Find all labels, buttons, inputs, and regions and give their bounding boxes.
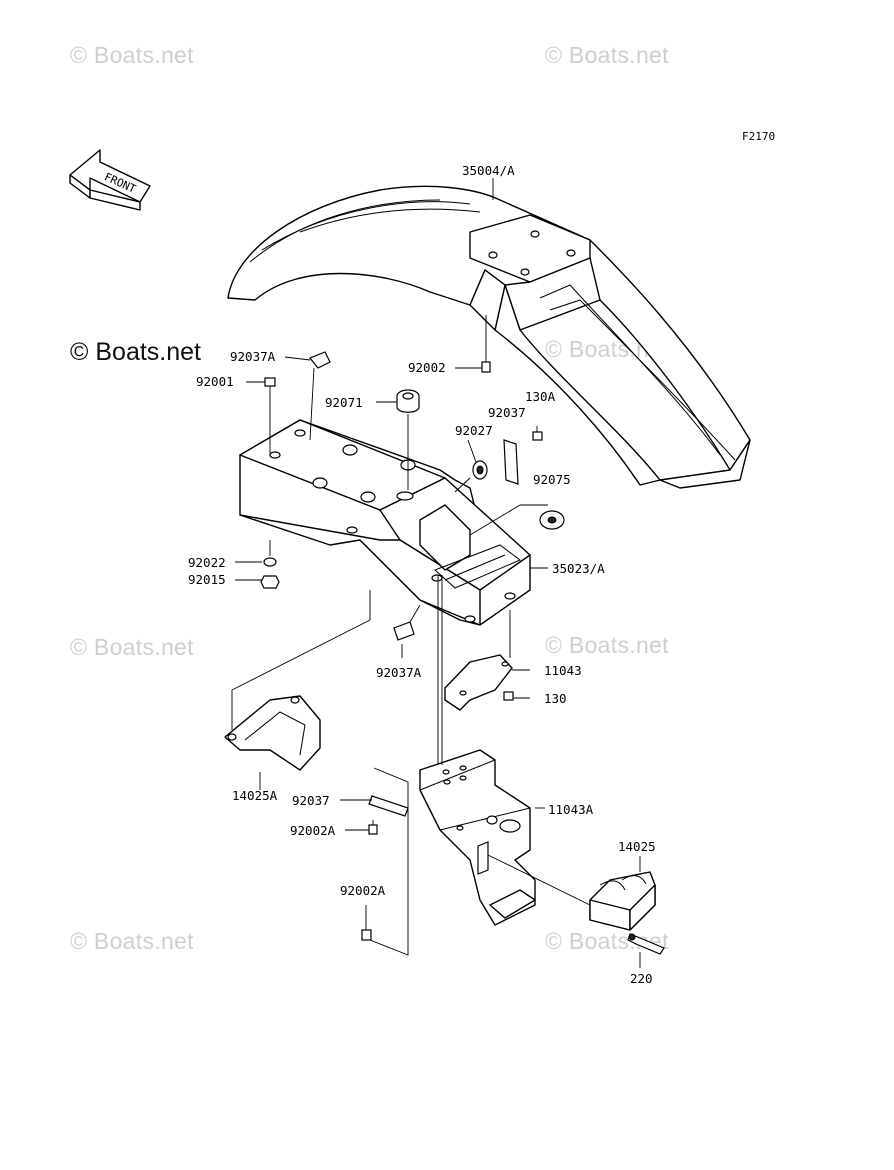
label-92037-low: 92037 [292, 793, 330, 808]
label-130A: 130A [525, 389, 556, 404]
label-92022: 92022 [188, 555, 226, 570]
bracket-11043 [444, 654, 514, 711]
rear-fender [239, 419, 531, 626]
label-92037A-bottom: 92037A [376, 665, 422, 680]
hardware-130A-bolt [532, 426, 543, 441]
watermark-mid-right-2: © Boats.net [545, 632, 669, 658]
label-92002A-2: 92002A [340, 883, 386, 898]
hardware-92037-low-clamp [368, 795, 409, 817]
hardware-92001-bolt [264, 377, 276, 396]
hardware-92002-screw [481, 355, 491, 373]
watermark-dark: © Boats.net [70, 338, 201, 366]
watermark-top-right: © Boats.net [545, 42, 669, 68]
label-92071: 92071 [325, 395, 363, 410]
hardware-92002A-screw-2 [361, 922, 372, 941]
hardware-92015-nut [260, 575, 280, 589]
hardware-92022-washer [263, 557, 277, 567]
label-220: 220 [630, 971, 653, 986]
hardware-92027-collar [472, 460, 488, 480]
label-14025A: 14025A [232, 788, 278, 803]
label-92001: 92001 [196, 374, 234, 389]
label-92075: 92075 [533, 472, 571, 487]
front-arrow-icon: FRONT [69, 149, 151, 211]
watermark-bottom-left: © Boats.net [70, 928, 194, 954]
label-14025: 14025 [618, 839, 656, 854]
label-92037-mid: 92037 [488, 405, 526, 420]
hardware-92037A-bottom [393, 621, 415, 641]
hardware-92002A-screw-1 [368, 820, 378, 835]
hardware-92071-grommet [396, 389, 420, 413]
label-92002A-1: 92002A [290, 823, 336, 838]
bracket-11043A [419, 749, 536, 926]
hardware-92075-grommet [539, 510, 565, 530]
label-92037A-top: 92037A [230, 349, 276, 364]
bolt-220 [627, 933, 665, 955]
watermark-top-left: © Boats.net [70, 42, 194, 68]
watermark-mid-left: © Boats.net [70, 634, 194, 660]
label-11043A: 11043A [548, 802, 594, 817]
label-35004A: 35004/A [462, 163, 515, 178]
label-92027: 92027 [455, 423, 493, 438]
leader-lines [231, 178, 641, 968]
figure-code: F2170 [742, 130, 776, 143]
pad-14025 [589, 871, 656, 931]
bracket-14025A [224, 695, 321, 771]
label-35023A: 35023/A [552, 561, 605, 576]
front-fender [227, 185, 751, 489]
label-11043: 11043 [544, 663, 582, 678]
hardware-92037A-top [309, 351, 331, 369]
hardware-92037-clamp [503, 439, 519, 485]
label-92002: 92002 [408, 360, 446, 375]
label-130: 130 [544, 691, 567, 706]
label-92015: 92015 [188, 572, 226, 587]
